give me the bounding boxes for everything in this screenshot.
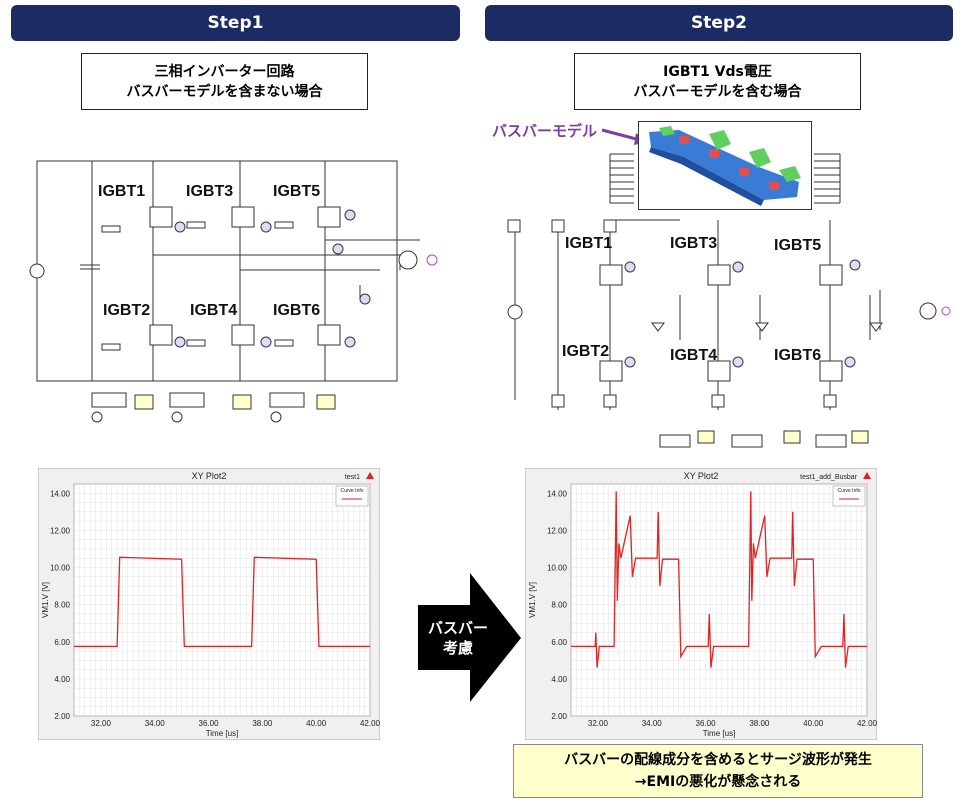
busbar-ports-right [814,153,841,204]
step1-igbt4-label: IGBT4 [190,302,238,319]
x-tick-label: 42.00 [857,719,877,728]
plot-warning-icon [863,472,871,479]
y-tick-label: 6.00 [54,638,70,647]
y-axis-label: VM1.V [V] [528,582,537,618]
step2-igbt2-label: IGBT2 [562,343,610,360]
x-tick-label: 40.00 [803,719,824,728]
busbar-model-image [638,121,812,210]
step2-igbt4-label: IGBT4 [670,347,718,364]
plot-area [570,483,868,717]
plot-title: XY Plot2 [684,471,719,481]
legend-title: Curve Info [340,488,363,494]
x-axis-label: Time [us] [703,729,736,738]
step2-circuit-schematic [507,219,951,448]
step1-circuit-schematic [29,160,438,423]
plot-title: XY Plot2 [192,471,227,481]
plot-warning-icon [366,472,374,479]
curve-info-legend: Curve Info [832,485,866,507]
surge-note: バスバーの配線成分を含めるとサージ波形が発生 →EMIの悪化が懸念される [513,744,923,798]
y-tick-label: 14.00 [50,489,71,498]
y-tick-label: 2.00 [551,712,567,721]
y-tick-label: 8.00 [54,601,70,610]
y-tick-label: 10.00 [547,564,568,573]
x-tick-label: 32.00 [588,719,609,728]
step1-igbt6-label: IGBT6 [273,302,321,319]
busbar-ports-left [609,153,634,204]
x-tick-label: 36.00 [199,719,220,728]
step1-xy-plot: XY Plot2 test1 32.00 34.00 36.00 38.00 40.00 42… [38,468,380,740]
arrow-text: バスバー 考慮 [418,618,498,658]
vm1-voltage-curve [571,491,867,668]
step2-igbt5-label: IGBT5 [774,237,822,254]
arrow-text-line2: 考慮 [442,639,473,657]
x-tick-label: 38.00 [252,719,273,728]
plot-corner-label: test1 [345,474,360,481]
x-tick-label: 42.00 [360,719,380,728]
busbar-consideration-arrow [418,573,521,702]
step2-igbt3-label: IGBT3 [670,235,718,252]
curve-info-legend: Curve Info [335,485,369,507]
x-tick-label: 34.00 [145,719,166,728]
step1-igbt2-label: IGBT2 [103,302,151,319]
busbar-3d-icon [649,126,801,206]
step1-title-box: 三相インバーター回路 バスバーモデルを含まない場合 [81,53,368,110]
step2-igbt6-label: IGBT6 [774,347,822,364]
y-tick-label: 14.00 [547,489,568,498]
y-tick-label: 8.00 [551,601,567,610]
x-tick-label: 36.00 [696,719,717,728]
step2-igbt1-label: IGBT1 [565,235,613,252]
vm1-voltage-curve [74,556,370,648]
surge-note-line1: バスバーの配線成分を含めるとサージ波形が発生 [564,752,872,768]
y-tick-label: 12.00 [50,526,71,535]
y-tick-label: 4.00 [551,675,567,684]
plot-corner-label: test1_add_Busbar [800,474,857,481]
step1-header: Step1 [11,5,460,41]
y-tick-label: 12.00 [547,526,568,535]
step2-xy-plot: XY Plot2 test1_add_Busbar 32.00 34.00 36.00 3… [525,468,877,740]
plot-area [73,483,371,717]
step1-title-line1: 三相インバーター回路 [154,63,295,80]
step1-title-line2: バスバーモデルを含まない場合 [126,83,323,100]
y-tick-label: 10.00 [50,564,71,573]
y-axis-label: VM1.V [V] [41,582,50,618]
x-tick-label: 40.00 [306,719,327,728]
y-tick-label: 4.00 [54,675,70,684]
x-tick-label: 34.00 [642,719,663,728]
step2-title-box: IGBT1 Vds電圧 バスバーモデルを含む場合 [574,53,861,110]
x-tick-label: 38.00 [749,719,770,728]
step1-igbt5-label: IGBT5 [273,183,321,200]
surge-note-line2: →EMIの悪化が懸念される [634,774,802,790]
step2-title-line2: バスバーモデルを含む場合 [633,83,802,100]
step2-header: Step2 [485,5,953,41]
busbar-model-label: バスバーモデル [492,122,598,140]
step1-igbt1-label: IGBT1 [98,183,146,200]
step2-title-line1: IGBT1 Vds電圧 [663,63,772,80]
y-tick-label: 6.00 [551,638,567,647]
x-axis-label: Time [us] [206,729,239,738]
y-tick-label: 2.00 [54,712,70,721]
step1-igbt3-label: IGBT3 [186,183,234,200]
legend-title: Curve Info [837,488,860,494]
x-tick-label: 32.00 [91,719,112,728]
arrow-text-line1: バスバー [427,619,488,637]
